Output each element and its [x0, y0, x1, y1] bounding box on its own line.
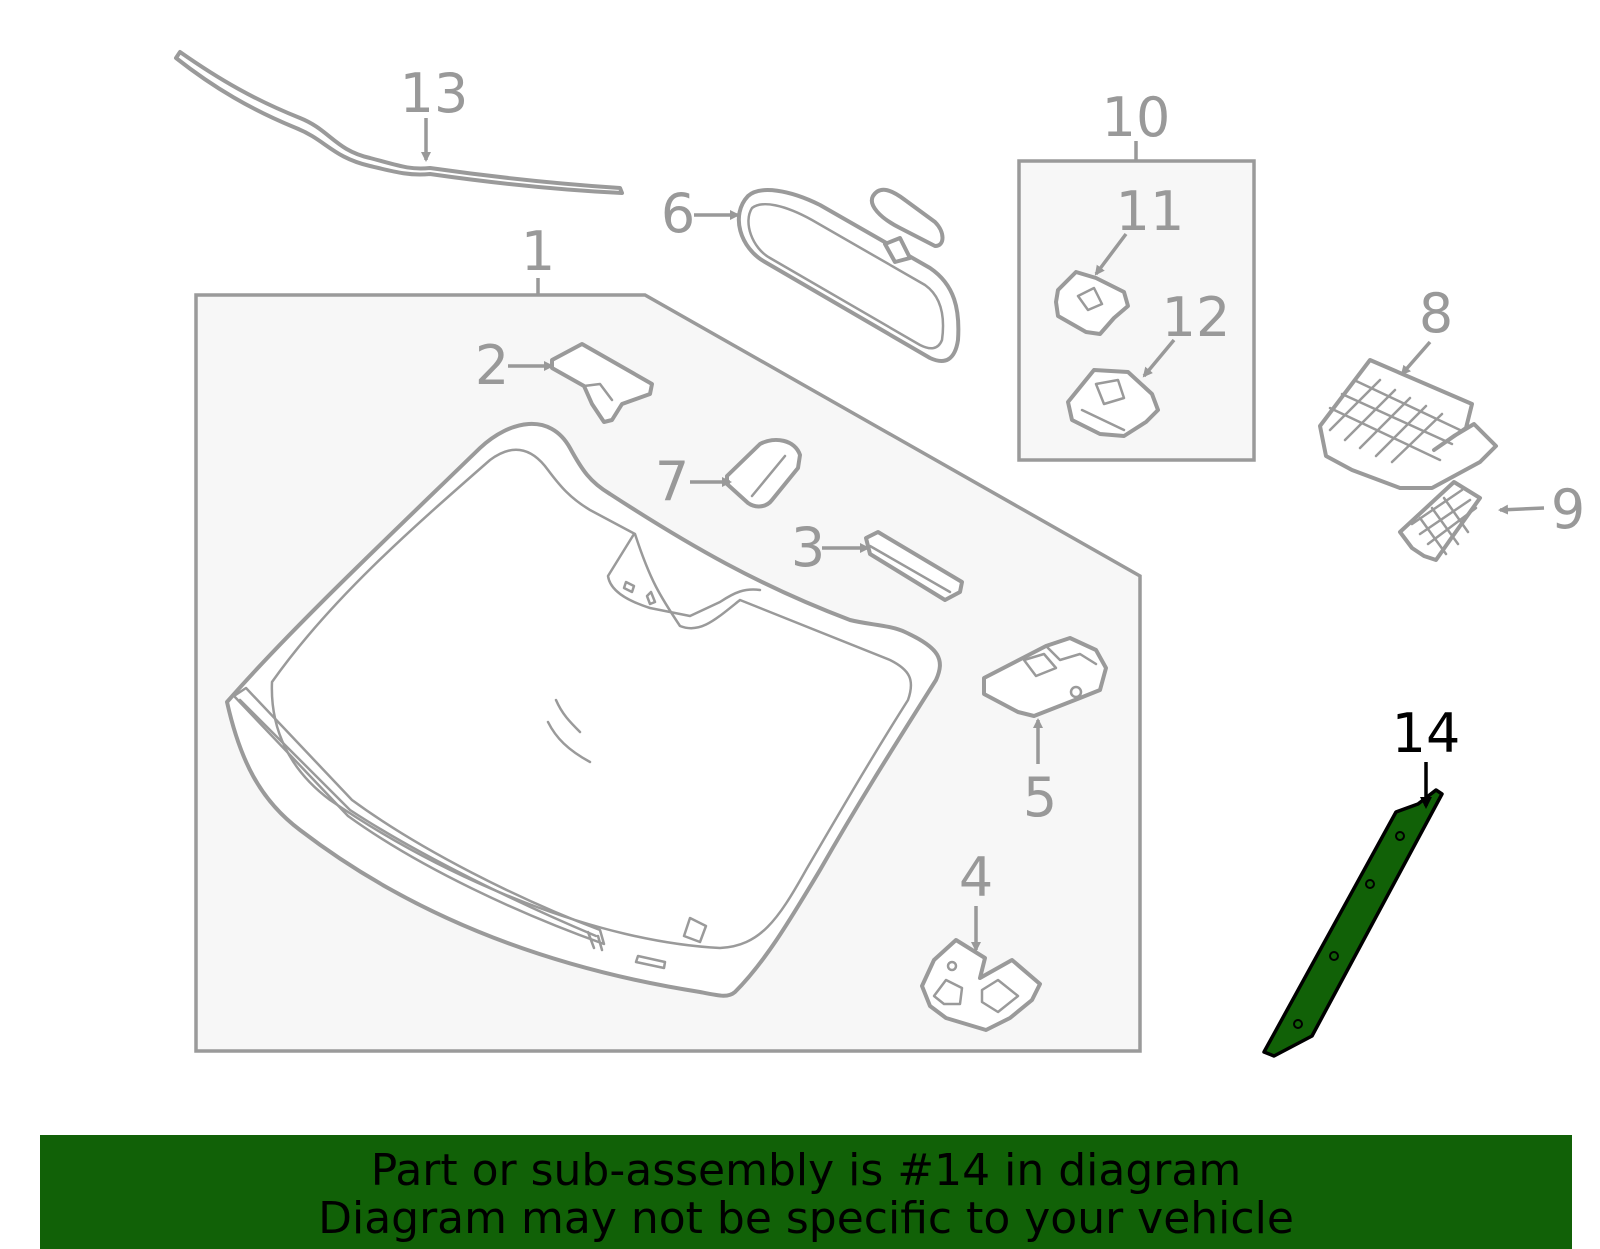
callout-3: 3 — [791, 516, 825, 579]
callout-10: 10 — [1102, 86, 1171, 149]
callout-6: 6 — [661, 182, 695, 245]
sensor-cover-3-part[interactable] — [864, 530, 964, 602]
leader-9 — [1498, 504, 1545, 515]
callout-9: 9 — [1551, 478, 1585, 541]
bracket-4-part[interactable] — [920, 938, 1042, 1032]
windshield-glass-part[interactable] — [225, 422, 942, 998]
callout-2: 2 — [475, 334, 509, 397]
callout-8: 8 — [1419, 282, 1453, 345]
bracket-12-part[interactable] — [1066, 368, 1160, 438]
leader-12 — [1142, 338, 1176, 378]
sensor-cover-7-part[interactable] — [725, 438, 802, 509]
callout-14: 14 — [1392, 702, 1461, 765]
camera-bracket-5-part[interactable] — [982, 636, 1108, 718]
banner-line-1: Part or sub-assembly is #14 in diagram — [370, 1145, 1242, 1196]
roof-molding-part[interactable] — [174, 50, 624, 195]
cover-8-part[interactable] — [1318, 358, 1498, 490]
banner-line-2: Diagram may not be specific to your vehi… — [318, 1193, 1294, 1244]
bracket-11-part[interactable] — [1054, 270, 1130, 336]
info-banner: Part or sub-assembly is #14 in diagram D… — [40, 1135, 1572, 1249]
leader-8 — [1400, 340, 1432, 376]
rear-view-mirror-part[interactable] — [737, 187, 961, 363]
pillar-trim-14-fill — [1262, 788, 1444, 1058]
leader-11 — [1094, 232, 1128, 276]
callout-7: 7 — [655, 450, 689, 513]
callout-13: 13 — [400, 62, 469, 125]
sensor-cover-2-part[interactable] — [550, 342, 654, 424]
callout-12: 12 — [1162, 286, 1231, 349]
callout-5: 5 — [1023, 766, 1057, 829]
pillar-trim-14-part[interactable] — [1262, 788, 1444, 1058]
parts-diagram: 13 6 1 2 7 3 5 4 10 11 12 8 9 14 — [174, 50, 1585, 1058]
callout-1: 1 — [521, 220, 555, 283]
cover-9-part[interactable] — [1398, 480, 1482, 562]
callout-11: 11 — [1116, 180, 1185, 243]
callout-4: 4 — [959, 846, 993, 909]
